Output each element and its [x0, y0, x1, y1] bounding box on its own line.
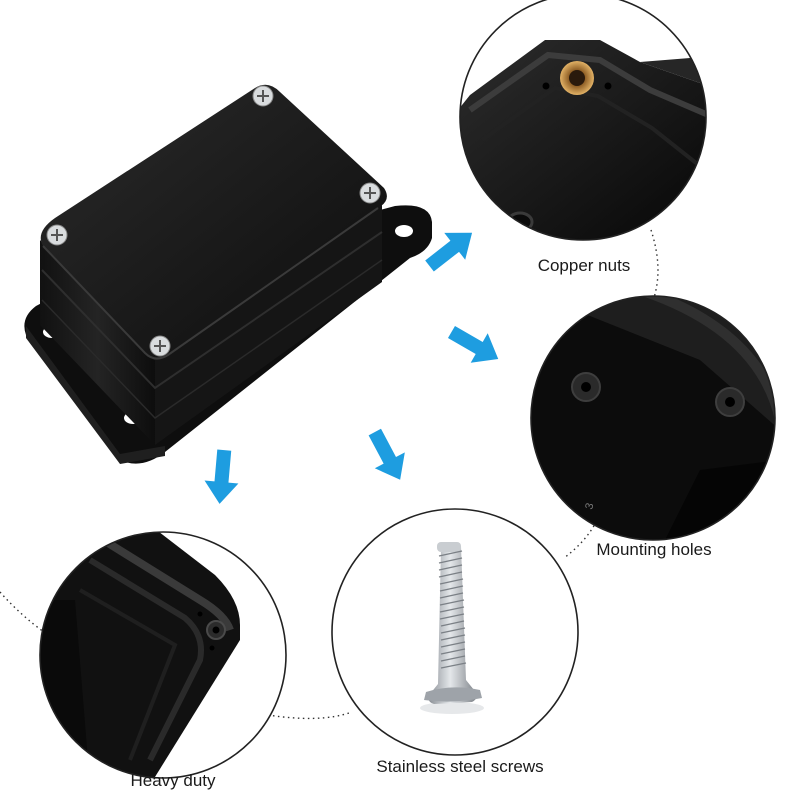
arrow-to-mounting-holes-icon: [447, 325, 499, 363]
lid-screw: [46, 85, 381, 357]
arrow-to-copper-nuts-icon: [425, 232, 473, 272]
label-heavy-duty: Heavy duty: [130, 771, 216, 790]
arrow-to-screws-icon: [368, 428, 405, 480]
detail-mounting-holes: 3: [530, 295, 776, 541]
label-stainless-steel-screws: Stainless steel screws: [376, 757, 544, 776]
arrow-to-heavy-duty-icon: [204, 449, 239, 504]
boss-hole: [571, 372, 745, 417]
detail-copper-nuts: [459, 0, 707, 241]
detail-stainless-screws: [331, 508, 579, 756]
label-mounting-holes: Mounting holes: [596, 540, 712, 559]
blue-arrow-icon: [204, 232, 499, 504]
label-copper-nuts: Copper nuts: [537, 256, 631, 275]
junction-box-enclosure: [24, 84, 432, 464]
screw-image: [420, 542, 484, 714]
detail-heavy-duty: [39, 531, 287, 779]
mold-mark-text: 3: [583, 502, 596, 511]
